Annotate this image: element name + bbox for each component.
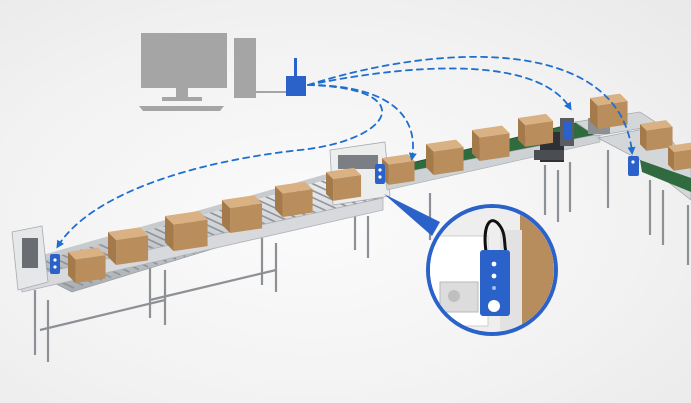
cardboard-box (668, 142, 691, 171)
cardboard-box (426, 139, 464, 175)
cardboard-box (222, 195, 263, 234)
cardboard-box (382, 154, 415, 185)
sensor-closeup-icon (426, 204, 558, 336)
cardboard-box (640, 120, 673, 151)
sensor-gantry (563, 122, 572, 140)
link-to-gantry-sensor (307, 67, 572, 111)
cardboard-box (108, 227, 149, 266)
sensor-middle (375, 164, 385, 184)
wireless-gateway-icon (286, 58, 306, 96)
cardboard-box (68, 247, 106, 283)
cardboard-box (326, 167, 362, 201)
link-to-right-sensor (307, 55, 636, 155)
cardboard-box (472, 125, 510, 161)
left-end-frame (11, 225, 49, 291)
communication-links (56, 55, 636, 249)
link-to-middle-sensor (307, 84, 417, 161)
cardboard-box (275, 181, 313, 217)
sensor-right (628, 156, 639, 176)
cardboard-boxes (68, 93, 691, 283)
conveyor-legs (33, 210, 370, 362)
desktop-computer-icon (139, 33, 286, 111)
cardboard-box (518, 113, 554, 147)
callout-pointer (384, 194, 440, 236)
link-to-left-sensor (56, 84, 383, 249)
cardboard-box (165, 211, 208, 252)
sensor-left (50, 254, 60, 274)
